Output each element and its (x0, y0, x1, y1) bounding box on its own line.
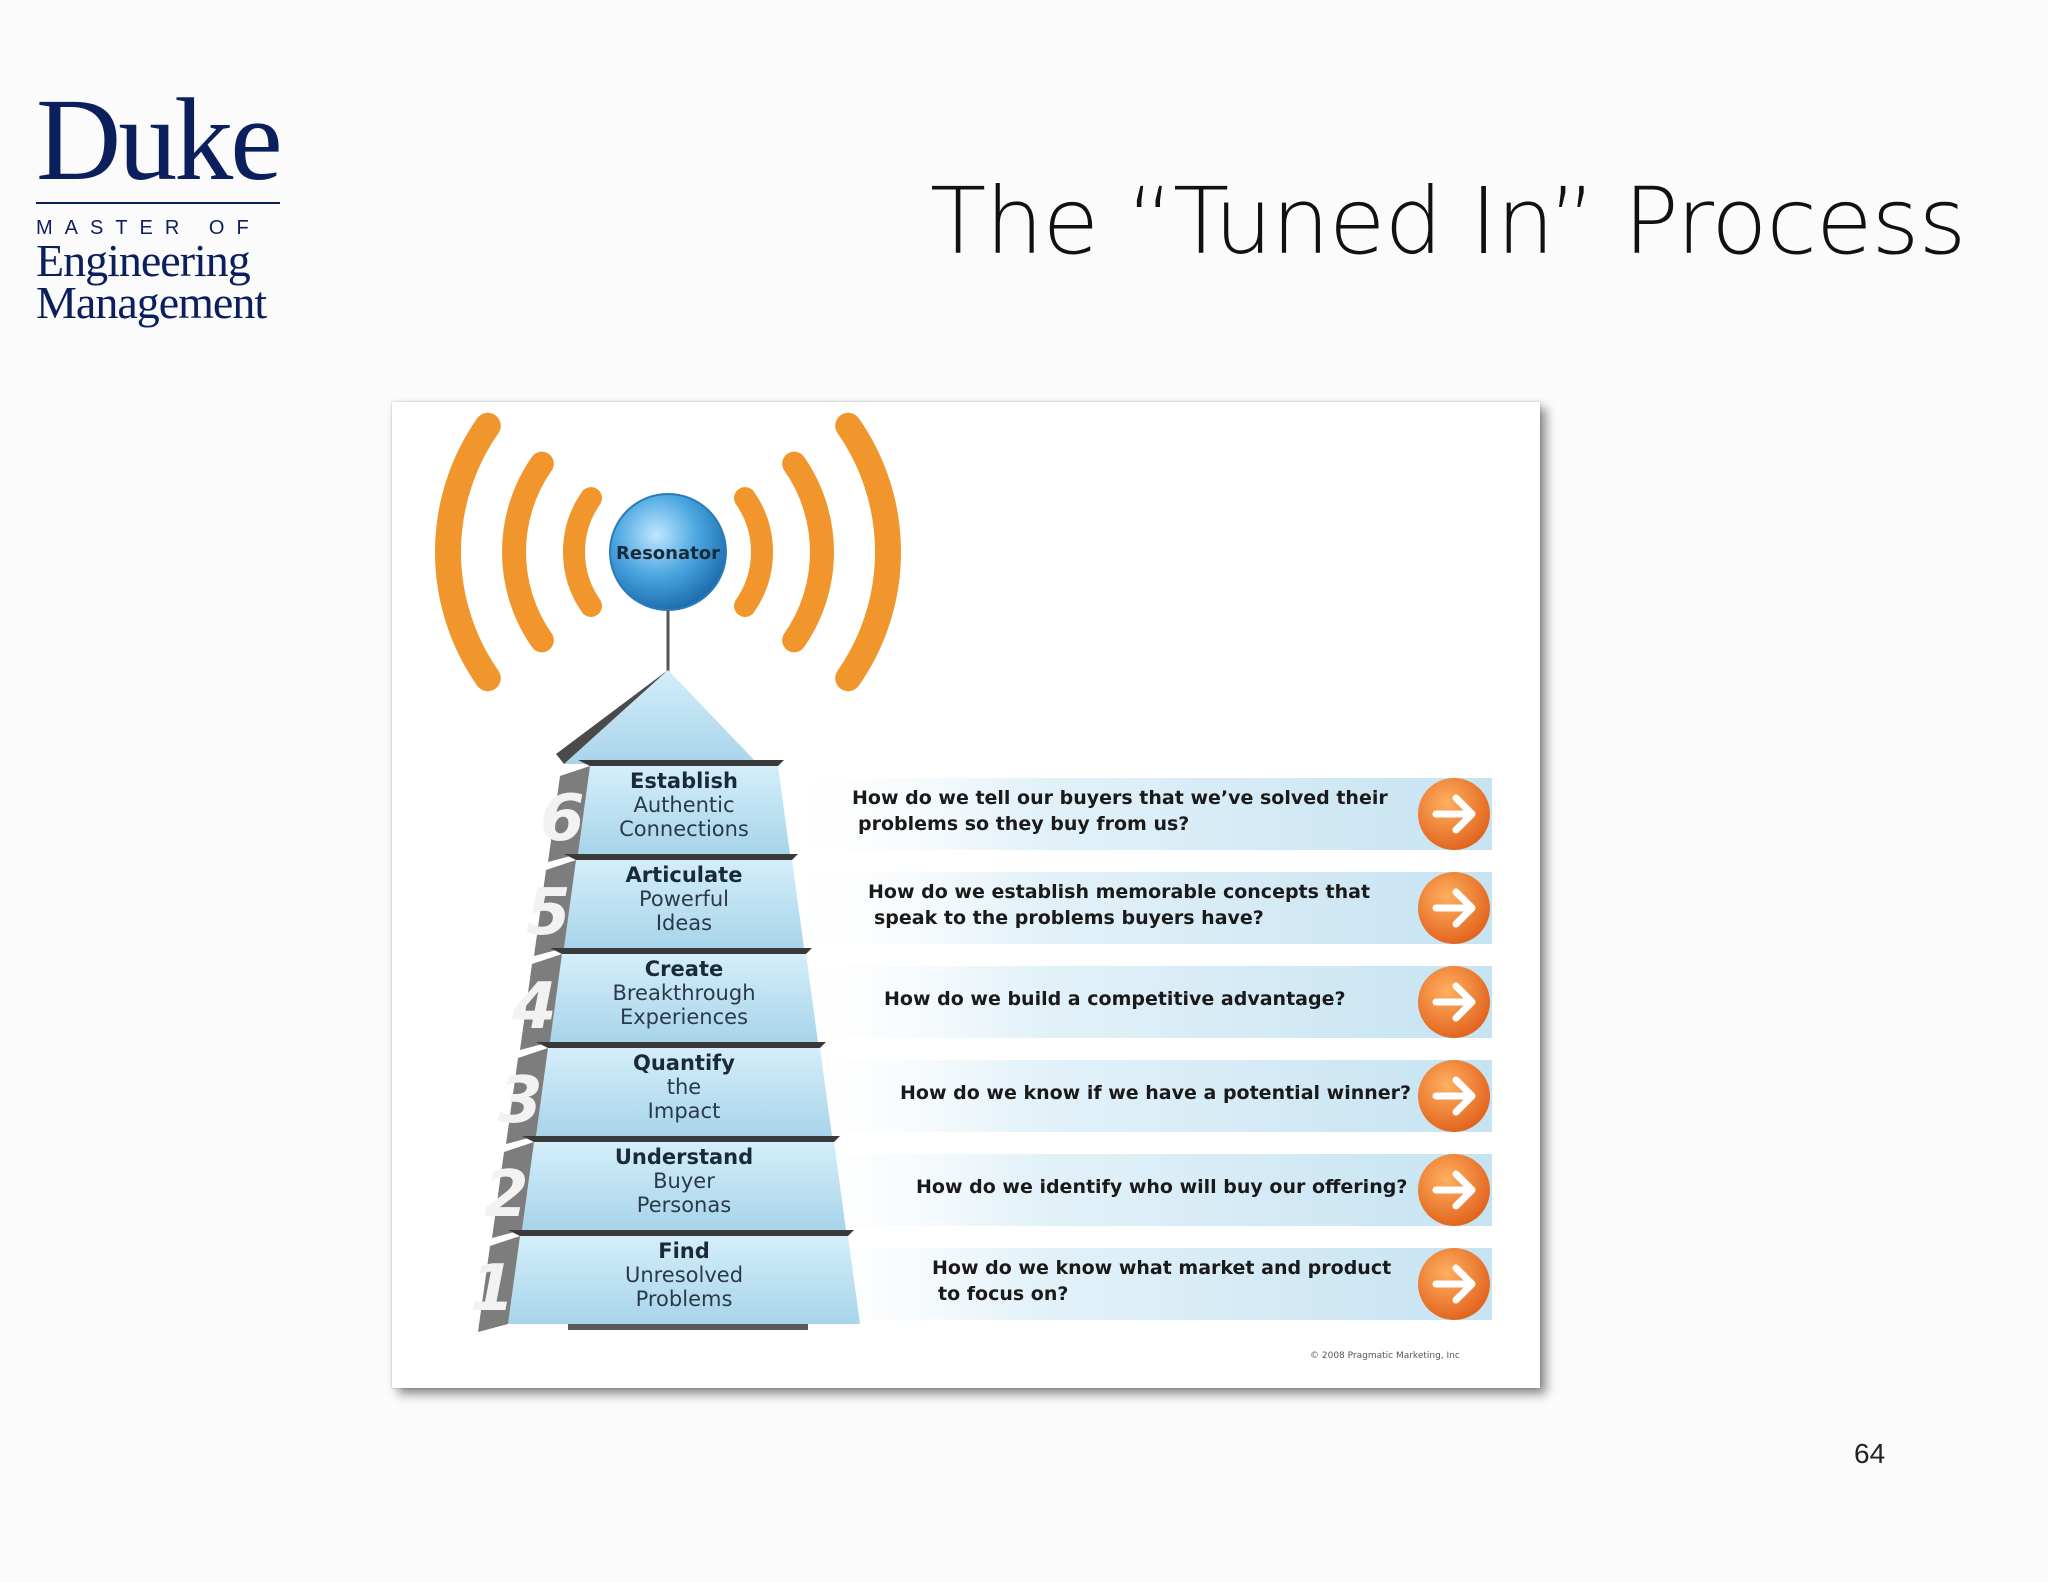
question-band-1 (772, 1248, 1492, 1320)
step-ledge-3 (536, 1042, 826, 1048)
step-2-sub2: Personas (637, 1193, 731, 1217)
arrow-glyph-1 (1432, 1264, 1476, 1304)
question-5-line-1: How do we establish memorable concepts t… (868, 881, 1370, 903)
question-2-line-1: How do we identify who will buy our offe… (916, 1176, 1407, 1198)
step-number-6: 6 (540, 782, 585, 856)
wave-left-1 (563, 487, 602, 617)
pyramid-spire (564, 670, 758, 764)
step-face-3 (536, 1048, 832, 1136)
arrow-glyph-4 (1432, 982, 1476, 1022)
step-side-6 (548, 766, 590, 862)
question-band-4 (772, 966, 1492, 1038)
step-number-3: 3 (498, 1064, 543, 1138)
step-2-sub1: Buyer (653, 1169, 715, 1193)
step-5-title: Articulate (626, 863, 743, 887)
wave-right-1 (734, 487, 773, 617)
antenna-mast: Resonator (556, 493, 758, 764)
step-4-title: Create (645, 957, 723, 981)
logo-management: Management (36, 277, 267, 328)
logo-master-of: MASTER OF (36, 217, 261, 239)
arrow-glyph-6 (1432, 794, 1476, 834)
question-band-2 (772, 1154, 1492, 1226)
step-6-sub2: Connections (619, 817, 749, 841)
step-side-3 (506, 1048, 548, 1144)
arrow-glyph-2 (1432, 1170, 1476, 1210)
logo-divider (36, 202, 280, 204)
step-face-2 (522, 1142, 846, 1230)
question-4-line-1: How do we build a competitive advantage? (884, 988, 1346, 1010)
question-5-line-2: speak to the problems buyers have? (874, 907, 1264, 929)
step-number-5: 5 (526, 876, 571, 950)
step-3-sub2: Impact (648, 1099, 721, 1123)
step-side-5 (534, 860, 576, 956)
step-1-sub2: Problems (636, 1287, 733, 1311)
step-5-sub1: Powerful (639, 887, 729, 911)
step-face-6 (578, 766, 790, 854)
step-face-5 (564, 860, 804, 948)
step-side-1 (478, 1236, 520, 1332)
question-1-line-2: to focus on? (938, 1283, 1068, 1305)
duke-logo: Duke MASTER OF Engineering Management (36, 74, 286, 328)
step-4-sub1: Breakthrough (612, 981, 755, 1005)
step-6-sub1: Authentic (633, 793, 734, 817)
step-5-sub2: Ideas (656, 911, 712, 935)
logo-engineering: Engineering (36, 235, 251, 286)
page-number: 64 (1854, 1438, 1886, 1469)
step-1-title: Find (658, 1239, 710, 1263)
step-ledge-6 (578, 760, 784, 766)
question-bands: How do we tell our buyers that we’ve sol… (772, 778, 1492, 1320)
question-1-line-1: How do we know what market and product (932, 1257, 1391, 1279)
copyright-note: © 2008 Pragmatic Marketing, Inc (1310, 1351, 1460, 1361)
step-face-4 (550, 954, 818, 1042)
question-6-line-1: How do we tell our buyers that we’ve sol… (852, 787, 1388, 809)
step-number-1: 1 (470, 1252, 515, 1326)
arrow-glyph-3 (1432, 1076, 1476, 1116)
question-3-line-1: How do we know if we have a potential wi… (900, 1082, 1411, 1104)
step-3-sub1: the (667, 1075, 701, 1099)
question-band-6 (772, 778, 1492, 850)
question-band-3 (772, 1060, 1492, 1132)
question-band-5 (772, 872, 1492, 944)
step-ledge-1 (508, 1230, 854, 1236)
step-side-4 (520, 954, 562, 1050)
logo-duke-text: Duke (36, 74, 283, 205)
wave-left-3 (435, 412, 501, 692)
wave-right-2 (782, 451, 834, 653)
resonator-sphere (609, 493, 727, 611)
pyramid-spire-shade (556, 670, 668, 764)
step-1-sub1: Unresolved (625, 1263, 743, 1287)
pyramid-base (568, 1324, 808, 1330)
step-number-2: 2 (484, 1158, 529, 1232)
slide-title: The “Tuned In” Process (930, 168, 1966, 275)
step-2-title: Understand (615, 1145, 753, 1169)
wave-left-2 (502, 451, 554, 653)
step-4-sub2: Experiences (620, 1005, 748, 1029)
step-ledge-2 (522, 1136, 840, 1142)
step-3-title: Quantify (633, 1051, 735, 1075)
step-face-1 (508, 1236, 860, 1324)
diagram-canvas: Resonator How do we tell our buyers that… (435, 412, 1492, 1361)
step-6-title: Establish (630, 769, 738, 793)
question-6-line-2: problems so they buy from us? (858, 813, 1189, 835)
step-ledge-5 (564, 854, 798, 860)
resonator-label: Resonator (616, 543, 720, 564)
step-number-4: 4 (511, 970, 557, 1044)
arrow-glyph-5 (1432, 888, 1476, 928)
tuned-in-diagram: Resonator How do we tell our buyers that… (392, 402, 1540, 1388)
signal-waves (435, 412, 901, 692)
step-ledge-4 (550, 948, 812, 954)
wave-right-3 (835, 412, 901, 692)
step-side-2 (492, 1142, 534, 1238)
